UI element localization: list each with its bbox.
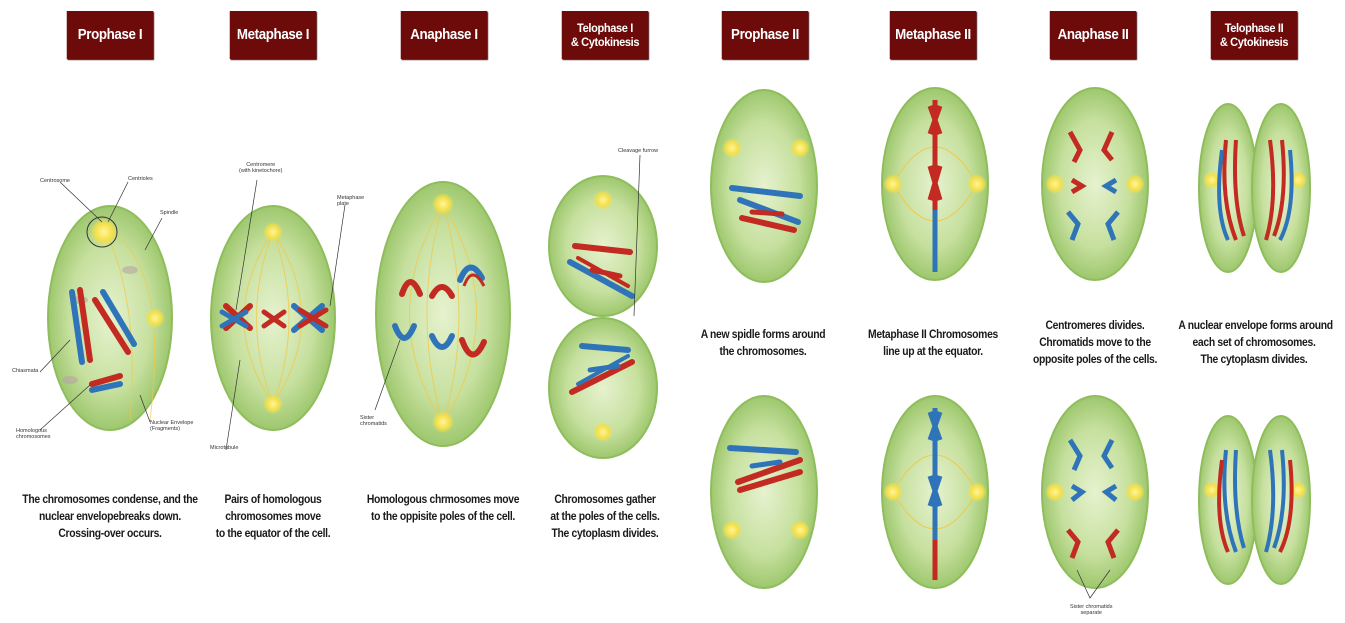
centrosome-icon (790, 138, 810, 158)
label-metaphase-plate: Metaphaseplate (337, 195, 364, 207)
label-centromere: Centromere(with kinetochore) (239, 162, 282, 174)
desc-metaphase-2: Metaphase II Chromosomesline up at the e… (866, 327, 1001, 361)
desc-anaphase-1: Homologous chrmosomes moveto the oppisit… (359, 492, 526, 526)
label-microtubule: Microtubule (210, 445, 238, 451)
centrosome-icon (1125, 482, 1145, 502)
cell-anaphase-2-top (1042, 88, 1148, 280)
centrosome-icon (263, 222, 283, 242)
cell-prophase-1 (40, 182, 172, 430)
label-spindle: Spindle (160, 210, 178, 216)
header-prophase-1: Prophase I (67, 11, 153, 59)
centrosome-icon (883, 174, 903, 194)
centrosome-icon (722, 138, 742, 158)
centrosome-icon (883, 482, 903, 502)
centrosome-icon (593, 190, 613, 210)
cell-anaphase-1 (375, 182, 510, 446)
cell-prophase-2-top (711, 90, 817, 282)
centrosome-icon (1045, 174, 1065, 194)
cell-telophase-2-top (1199, 104, 1310, 272)
header-metaphase-2: Metaphase II (890, 11, 976, 59)
centrosome-icon (432, 193, 454, 215)
centrosome-icon (722, 520, 742, 540)
cell-telophase-1 (549, 155, 657, 458)
cell-metaphase-1 (211, 180, 345, 450)
desc-metaphase-1: Pairs of homologouschromosomes moveto th… (197, 492, 350, 543)
centrosome-icon (1045, 482, 1065, 502)
centrosome-icon (967, 482, 987, 502)
label-nuclear-envelope: Nuclear Envelope(Fragments) (150, 420, 193, 432)
centrosome-icon (263, 394, 283, 414)
label-homologous-chromosomes: Homologouschromosomes (16, 428, 51, 440)
header-anaphase-1: Anaphase I (401, 11, 487, 59)
header-metaphase-1: Metaphase I (230, 11, 316, 59)
header-telophase-1: Telophase I& Cytokinesis (562, 11, 648, 59)
label-centrioles: Centrioles (128, 176, 153, 182)
cell-anaphase-2-bottom (1042, 396, 1148, 598)
cell-metaphase-2-top (882, 88, 988, 280)
desc-prophase-2: A new spidle forms aroundthe chromosomes… (696, 327, 831, 361)
cell-telophase-2-bottom (1199, 416, 1310, 584)
header-telophase-2: Telophase II& Cytokinesis (1211, 11, 1297, 59)
desc-telophase-2: A nuclear envelope forms aroundeach set … (1178, 318, 1329, 369)
centrosome-icon (145, 308, 165, 328)
cell-metaphase-2-bottom (882, 396, 988, 588)
centrosome-icon (432, 411, 454, 433)
cell-prophase-2-bottom (711, 396, 817, 588)
desc-telophase-1: Chromosomes gatherat the poles of the ce… (538, 492, 673, 543)
desc-prophase-1: The chromosomes condense, and thenuclear… (11, 492, 209, 543)
label-sister-chromatids: Sisterchromatids (360, 415, 387, 427)
centrosome-icon (1125, 174, 1145, 194)
header-prophase-2: Prophase II (722, 11, 808, 59)
label-centrosome: Centrosome (40, 178, 70, 184)
label-cleavage-furrow: Cleavage furrow (618, 148, 658, 154)
header-anaphase-2: Anaphase II (1050, 11, 1136, 59)
centrosome-icon (593, 422, 613, 442)
centrosome-icon (790, 520, 810, 540)
label-sister-chromatids-separate: Sister chromatidsseparate (1070, 604, 1113, 616)
desc-anaphase-2: Centromeres divides.Chromatids move to t… (1028, 318, 1163, 369)
label-chiasmata: Chiasmata (12, 368, 38, 374)
centrosome-icon (967, 174, 987, 194)
